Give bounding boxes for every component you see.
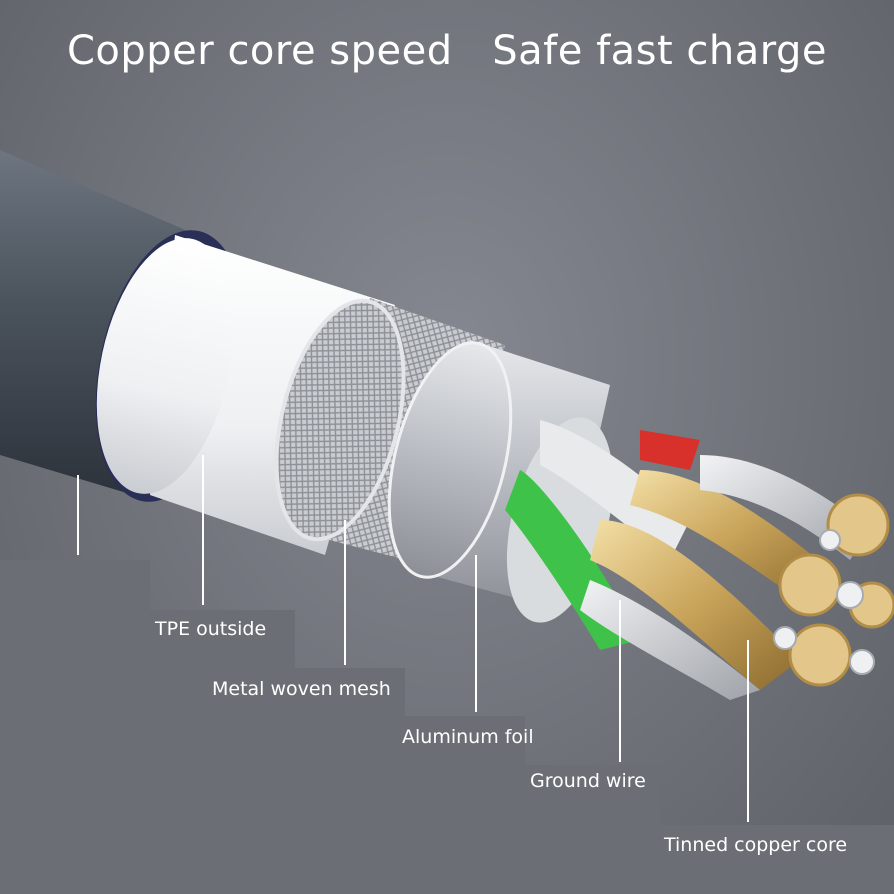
label-tpe-outside: TPE outside xyxy=(155,618,267,640)
headline-title: Copper core speed Safe fast charge xyxy=(66,28,828,74)
label-steps xyxy=(0,560,894,894)
pointer-lines xyxy=(77,455,749,822)
label-tinned-copper-core: Tinned copper core xyxy=(664,834,848,856)
label-metal-woven-mesh: Metal woven mesh xyxy=(212,678,391,700)
label-ground-wire: Ground wire xyxy=(530,770,646,792)
label-aluminum-foil: Aluminum foil xyxy=(402,726,534,748)
inner-conductors xyxy=(505,417,894,700)
